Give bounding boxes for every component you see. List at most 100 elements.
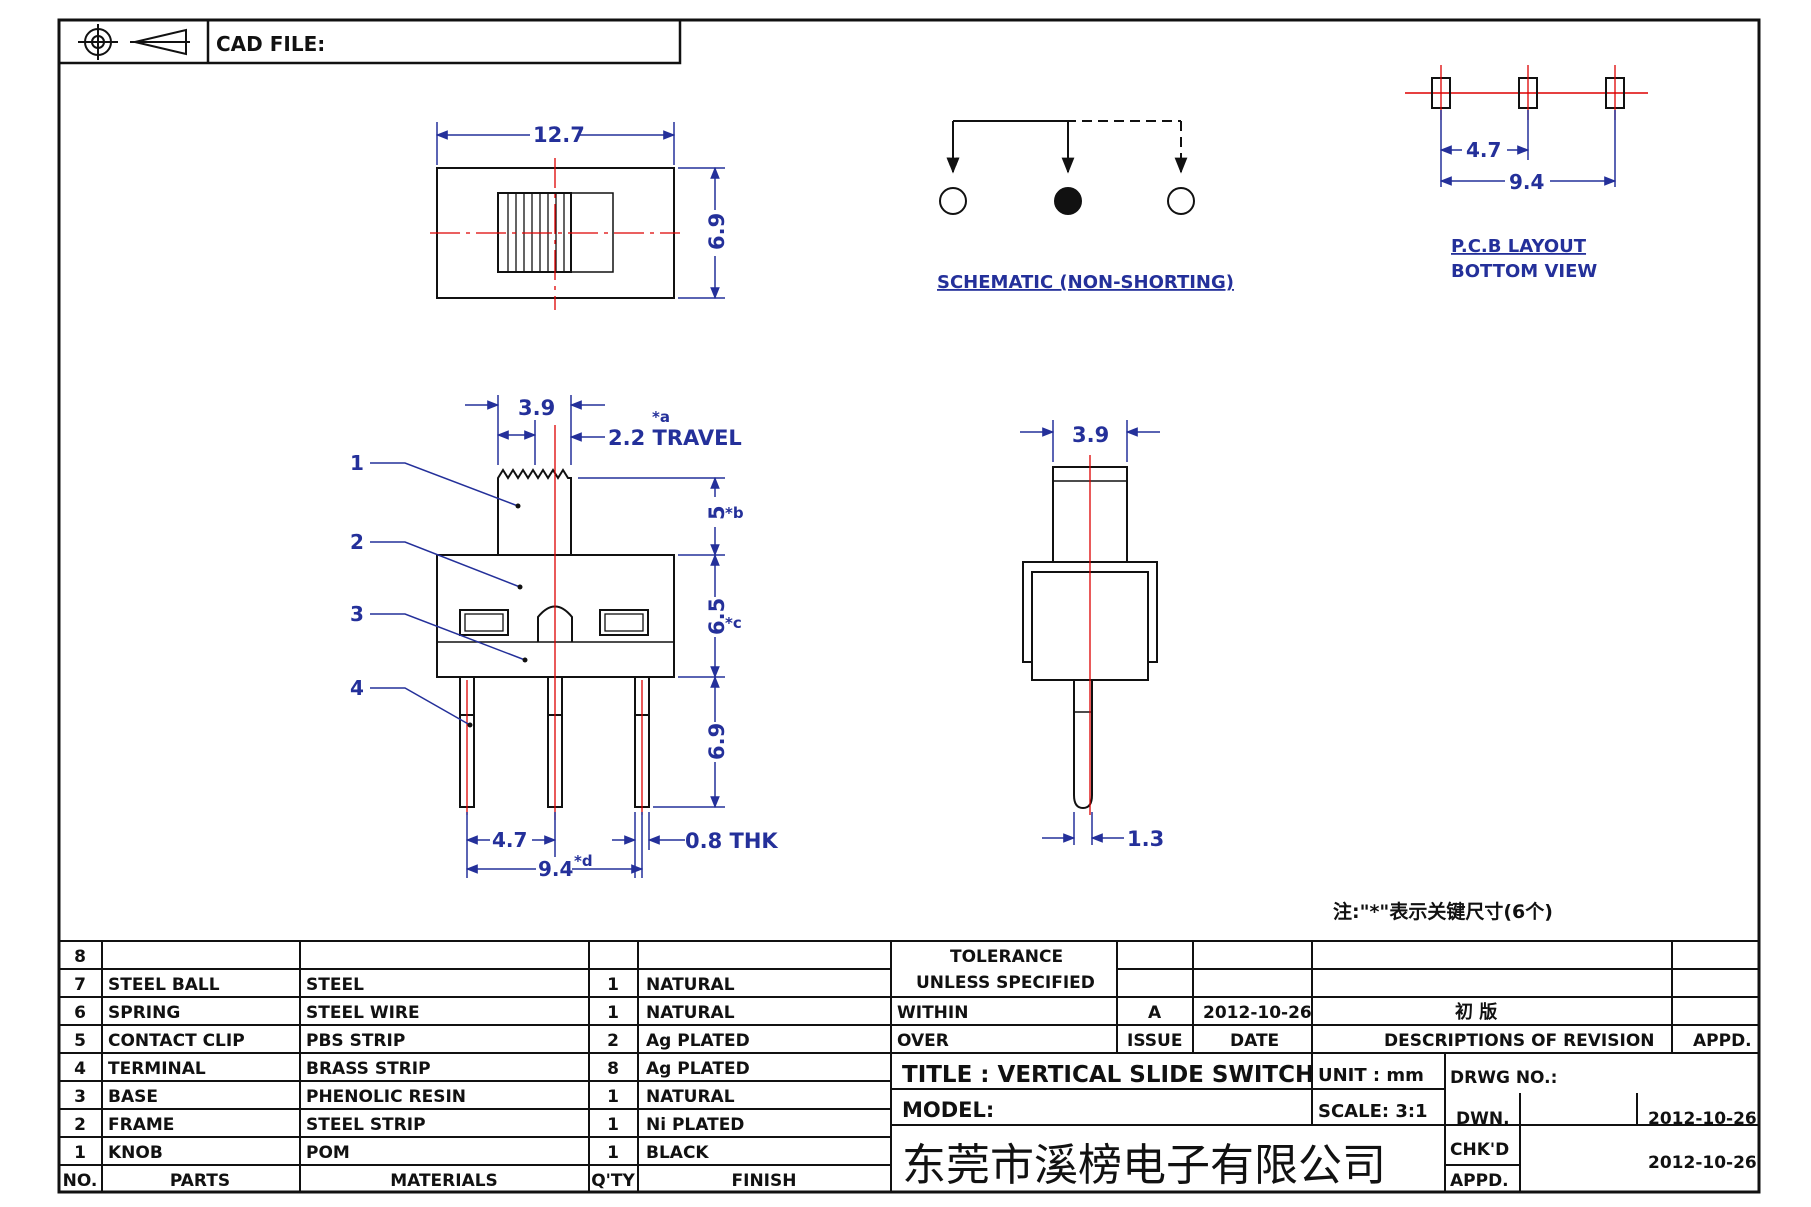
cad-file-label: CAD FILE: <box>216 32 325 56</box>
bom-cell-no: 8 <box>74 947 86 967</box>
drawing-title: TITLE : VERTICAL SLIDE SWITCH <box>902 1062 1314 1088</box>
callout-4: 4 <box>350 676 364 700</box>
pcb-pitch-dim: 4.7 <box>1466 138 1501 162</box>
bom-cell-no: 2 <box>74 1115 86 1135</box>
bom-cell-part: CONTACT CLIP <box>108 1031 245 1051</box>
callout-1: 1 <box>350 451 364 475</box>
terminal-right <box>1167 187 1195 215</box>
header-box: CAD FILE: <box>57 18 682 65</box>
bom-cell-material: STEEL STRIP <box>306 1115 426 1135</box>
pcb-span-dim: 9.4 <box>1509 170 1544 194</box>
side-view: 3.9 1.3 <box>1020 420 1164 851</box>
bom-cell-no: 4 <box>74 1059 86 1079</box>
bom-cell-material: BRASS STRIP <box>306 1059 431 1079</box>
bom-cell-qty: 1 <box>607 1115 619 1135</box>
bom-cell-part: FRAME <box>108 1115 174 1135</box>
bom-cell-part: KNOB <box>108 1143 163 1163</box>
revision-grid <box>890 940 1760 1054</box>
issue-header: ISSUE <box>1127 1031 1182 1051</box>
tolerance-line2: UNLESS SPECIFIED <box>916 973 1095 993</box>
bom-cell-no: 5 <box>74 1031 86 1051</box>
bom-cell-material: STEEL WIRE <box>306 1003 420 1023</box>
bom-cell-qty: 1 <box>607 1003 619 1023</box>
side-pin-width-dim: 1.3 <box>1127 827 1164 851</box>
pcb-label-2: BOTTOM VIEW <box>1451 261 1597 282</box>
bom-cell-material: STEEL <box>306 975 364 995</box>
bom-cell-material: POM <box>306 1143 350 1163</box>
pin-length-dim: 6.9 <box>705 723 729 760</box>
top-width-dim: 12.7 <box>533 123 585 147</box>
body-height-dim: 6.5 <box>705 598 729 635</box>
tolerance-within: WITHIN <box>897 1003 968 1023</box>
schematic-label: SCHEMATIC (NON-SHORTING) <box>937 272 1234 293</box>
front-view: 1 2 3 4 3.9 *a 2.2 TRAVEL 5 *b 6.5 *c <box>350 395 778 881</box>
bom-cell-no: 1 <box>74 1143 86 1163</box>
bom-cell-no: 7 <box>74 975 86 995</box>
bom-cell-qty: 8 <box>607 1059 619 1079</box>
travel-mark: *a <box>652 408 670 426</box>
bom-cell-part: SPRING <box>108 1003 180 1023</box>
dwn-date: 2012-10-26 <box>1648 1109 1757 1129</box>
top-view: 12.7 6.9 <box>430 120 729 310</box>
bom-header-material: MATERIALS <box>390 1171 498 1191</box>
callout-3: 3 <box>350 602 364 626</box>
travel-dim: 2.2 TRAVEL <box>608 426 742 450</box>
pin-pitch-dim: 4.7 <box>492 828 527 852</box>
knob-height-mark: *b <box>725 504 744 522</box>
key-dimension-note: 注:"*"表示关键尺寸(6个) <box>1333 900 1553 923</box>
bom-cell-finish: NATURAL <box>646 1087 735 1107</box>
bom-header-qty: Q'TY <box>591 1171 635 1191</box>
title-block-grid <box>890 1052 1760 1193</box>
revision-issue: A <box>1148 1003 1162 1023</box>
tolerance-over: OVER <box>897 1031 949 1051</box>
bom-cell-finish: NATURAL <box>646 1003 735 1023</box>
knob-height-dim: 5 <box>705 505 729 520</box>
revision-date: 2012-10-26 <box>1203 1003 1312 1023</box>
thickness-dim: 0.8 THK <box>685 829 778 853</box>
bom-cell-part: TERMINAL <box>108 1059 206 1079</box>
company-name: 东莞市溪榜电子有限公司 <box>902 1140 1386 1191</box>
bom-cell-material: PHENOLIC RESIN <box>306 1087 466 1107</box>
bom-cell-finish: BLACK <box>646 1143 709 1163</box>
body-height-mark: *c <box>725 614 742 632</box>
bom-header-no: NO. <box>63 1171 98 1191</box>
bom-cell-no: 6 <box>74 1003 86 1023</box>
bom-cell-no: 3 <box>74 1087 86 1107</box>
bom-cell-part: BASE <box>108 1087 158 1107</box>
bom-cell-qty: 1 <box>607 1143 619 1163</box>
pcb-layout: 4.7 9.4 P.C.B LAYOUT BOTTOM VIEW <box>1405 65 1648 282</box>
chkd-date: 2012-10-26 <box>1648 1153 1757 1173</box>
pin-span-dim: 9.4 <box>538 857 573 881</box>
revision-description: 初 版 <box>1455 1001 1497 1023</box>
scale-label: SCALE: 3:1 <box>1318 1101 1428 1122</box>
schematic: SCHEMATIC (NON-SHORTING) <box>937 120 1234 293</box>
bom-cell-qty: 1 <box>607 975 619 995</box>
terminal-left <box>939 187 967 215</box>
bom-cell-material: PBS STRIP <box>306 1031 405 1051</box>
bom-cell-finish: Ni PLATED <box>646 1115 744 1135</box>
side-width-dim: 3.9 <box>1072 423 1109 447</box>
bom-header-part: PARTS <box>170 1171 230 1191</box>
bom-cell-qty: 2 <box>607 1031 619 1051</box>
date-header: DATE <box>1230 1031 1279 1051</box>
bom-cell-finish: Ag PLATED <box>646 1031 750 1051</box>
dwn-label: DWN. <box>1456 1109 1510 1129</box>
pcb-label-1: P.C.B LAYOUT <box>1451 236 1587 257</box>
unit-label: UNIT : mm <box>1318 1065 1424 1086</box>
knob-width-dim: 3.9 <box>518 396 555 420</box>
drawing-number-label: DRWG NO.: <box>1450 1068 1557 1088</box>
projection-symbol-icon <box>78 24 190 60</box>
top-height-dim: 6.9 <box>705 213 729 250</box>
chkd-label: CHK'D <box>1450 1140 1509 1160</box>
terminal-common <box>1054 187 1082 215</box>
bom-cell-qty: 1 <box>607 1087 619 1107</box>
description-header: DESCRIPTIONS OF REVISION <box>1384 1031 1655 1051</box>
callout-2: 2 <box>350 530 364 554</box>
appd-label: APPD. <box>1450 1171 1509 1191</box>
model-label: MODEL: <box>902 1098 994 1122</box>
bom-cell-finish: NATURAL <box>646 975 735 995</box>
bom-cell-finish: Ag PLATED <box>646 1059 750 1079</box>
pin-span-mark: *d <box>574 852 593 870</box>
